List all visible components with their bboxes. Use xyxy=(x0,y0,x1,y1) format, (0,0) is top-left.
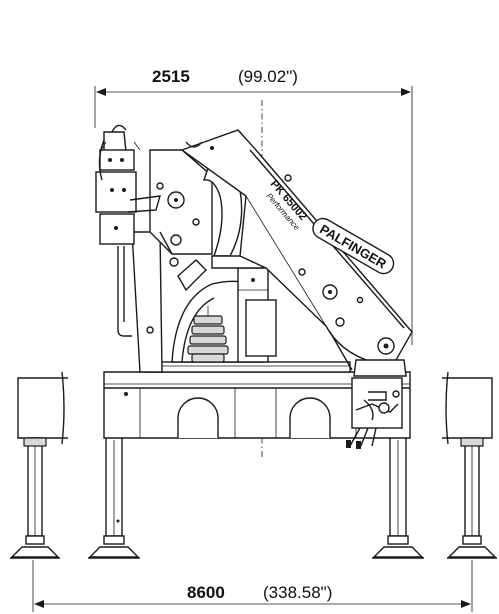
top-dimension-metric: 2515 xyxy=(152,67,190,86)
outer-left-stabilizer xyxy=(10,371,68,559)
slewing-column xyxy=(171,267,277,363)
inner-left-stabilizer xyxy=(88,435,140,559)
bottom-dimension-metric: 8600 xyxy=(187,583,225,602)
top-dimension: 2515 (99.02") xyxy=(94,67,413,345)
bottom-dimension-imperial: (338.58") xyxy=(263,583,332,602)
valve-block xyxy=(346,377,403,449)
bottom-dimension: 8600 (338.58") xyxy=(32,560,473,612)
inner-right-stabilizer xyxy=(372,435,424,559)
outer-right-stabilizer xyxy=(442,371,497,559)
control-valves xyxy=(95,124,161,337)
top-dimension-imperial: (99.02") xyxy=(238,67,298,86)
knuckle-link xyxy=(363,391,387,421)
